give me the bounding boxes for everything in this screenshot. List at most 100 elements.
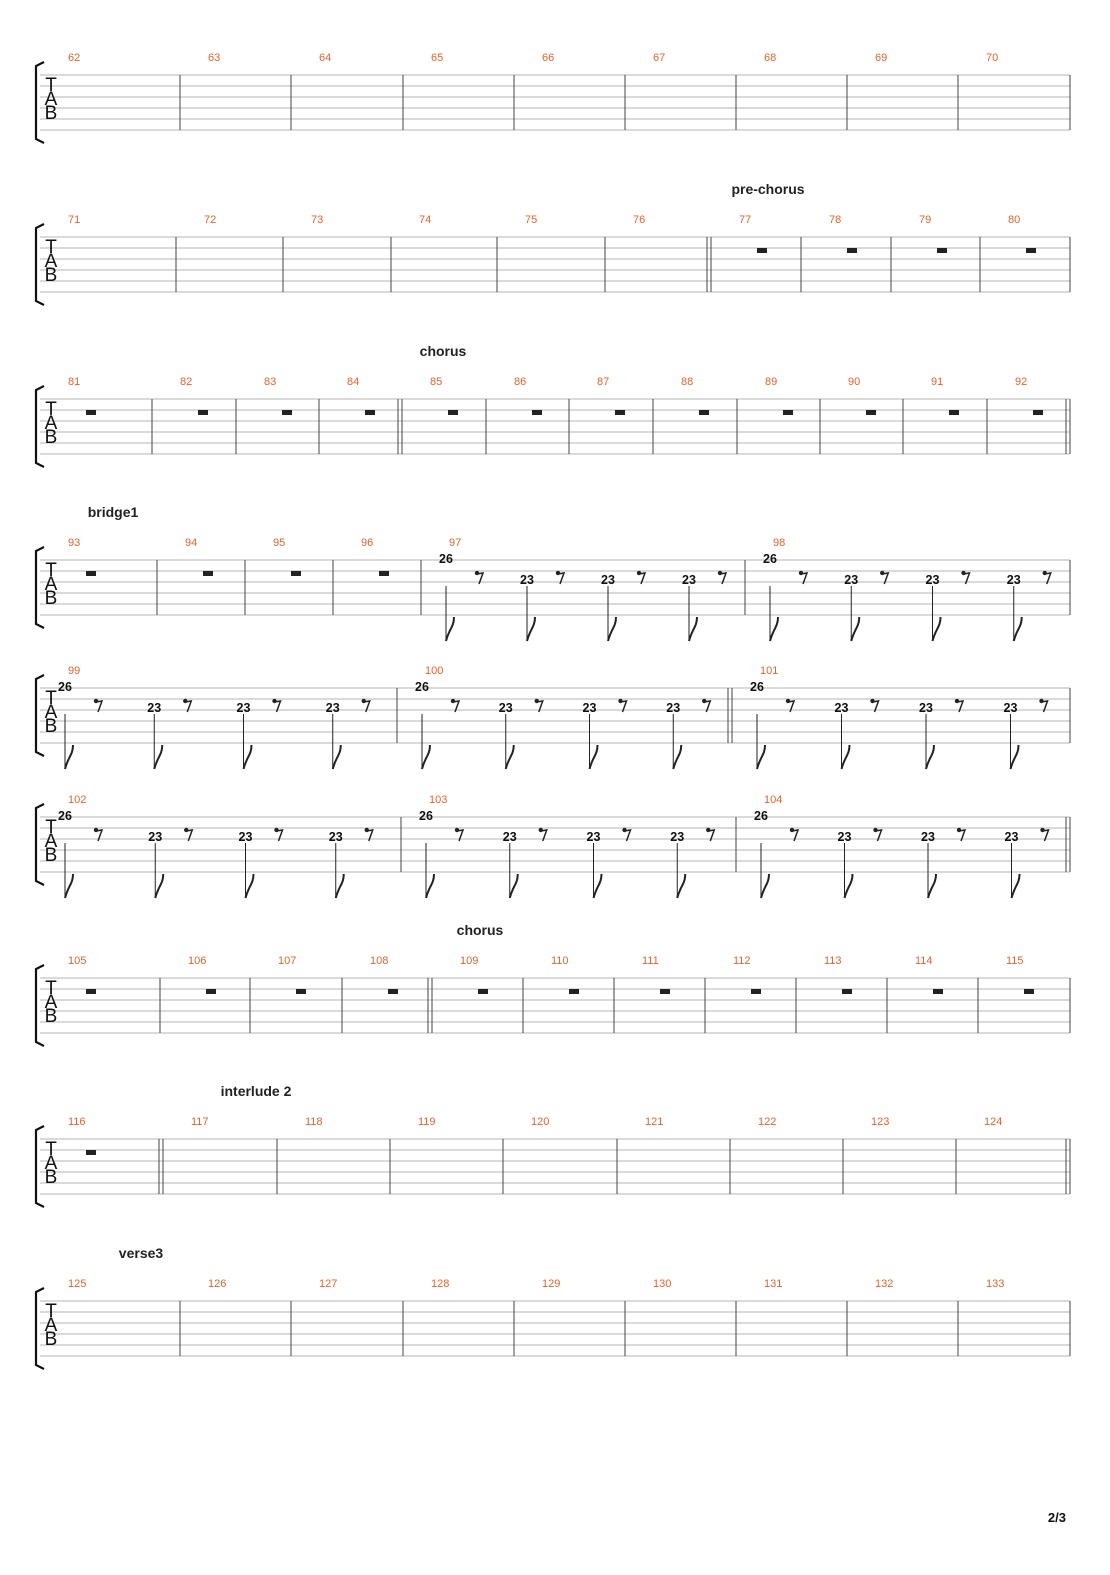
eighth-rest <box>719 572 728 585</box>
bar-number: 76 <box>633 214 645 226</box>
bar-number: 68 <box>764 52 776 64</box>
note-flag <box>334 873 345 899</box>
note-flag <box>153 744 164 770</box>
eighth-rest <box>452 700 461 713</box>
eighth-rest <box>274 700 282 713</box>
tab-clef-letter: T <box>45 560 57 581</box>
note-flag <box>64 744 74 770</box>
bar-number: 77 <box>739 214 751 226</box>
fret-number: 23 <box>926 573 940 587</box>
fret-number: 23 <box>329 830 343 844</box>
bar-number: 69 <box>875 52 887 64</box>
eighth-rest <box>956 700 965 713</box>
bar-number: 84 <box>347 376 359 388</box>
whole-rest <box>282 410 292 415</box>
eighth-rest <box>882 572 890 585</box>
fret-number: 23 <box>838 830 852 844</box>
whole-rest <box>949 410 959 415</box>
bar-number: 98 <box>773 537 785 549</box>
note-flag <box>756 744 766 770</box>
eighth-rest <box>366 829 374 842</box>
system-bracket <box>34 964 45 1047</box>
bar-number: 75 <box>525 214 537 226</box>
bar-number: 133 <box>986 1278 1004 1290</box>
whole-rest <box>783 410 793 415</box>
whole-rest <box>291 571 301 576</box>
fret-number: 23 <box>503 830 517 844</box>
whole-rest <box>365 410 375 415</box>
bar-number: 85 <box>430 376 442 388</box>
whole-rest <box>478 989 488 994</box>
eighth-rest <box>800 572 809 585</box>
whole-rest <box>937 248 947 253</box>
eighth-rest <box>456 829 465 842</box>
eighth-rest <box>363 700 371 713</box>
eighth-rest <box>185 700 193 713</box>
bar-number: 92 <box>1015 376 1027 388</box>
fret-number: 23 <box>670 830 684 844</box>
section-label: verse3 <box>119 1245 164 1261</box>
whole-rest <box>388 989 398 994</box>
note-flag <box>504 744 515 770</box>
fret-number: 23 <box>520 573 534 587</box>
tab-clef-letter: A <box>45 1153 58 1174</box>
tab-clef-letter: B <box>45 1329 58 1350</box>
bar-number: 129 <box>542 1278 560 1290</box>
whole-rest <box>379 571 389 576</box>
fret-number: 23 <box>844 573 858 587</box>
note-flag <box>154 873 165 899</box>
fret-number: 23 <box>666 701 680 715</box>
fret-number: 26 <box>754 809 768 823</box>
tab-clef-letter: A <box>45 251 58 272</box>
eighth-rest <box>476 572 485 585</box>
bar-number: 121 <box>645 1116 663 1128</box>
fret-number: 23 <box>1007 573 1021 587</box>
bar-number: 127 <box>319 1278 337 1290</box>
bar-number: 97 <box>449 537 461 549</box>
bar-number: 89 <box>765 376 777 388</box>
bar-number: 123 <box>871 1116 889 1128</box>
bar-number: 91 <box>931 376 943 388</box>
eighth-rest <box>791 829 800 842</box>
tab-clef-letter: A <box>45 413 58 434</box>
bar-number: 124 <box>984 1116 1002 1128</box>
bar-number: 65 <box>431 52 443 64</box>
bar-number: 72 <box>204 214 216 226</box>
note-flag <box>588 744 599 770</box>
eighth-rest <box>540 829 548 842</box>
whole-rest <box>933 989 943 994</box>
bar-number: 109 <box>460 955 478 967</box>
tab-clef-letter: T <box>45 1301 57 1322</box>
note-flag <box>526 616 536 642</box>
note-flag <box>927 873 937 899</box>
note-flag <box>421 744 431 770</box>
whole-rest <box>757 248 767 253</box>
eighth-rest <box>624 829 632 842</box>
tab-clef-letter: A <box>45 574 58 595</box>
whole-rest <box>198 410 208 415</box>
eighth-rest <box>536 700 544 713</box>
bar-number: 110 <box>551 955 569 967</box>
bar-number: 93 <box>68 537 80 549</box>
tab-clef-letter: A <box>45 1315 58 1336</box>
bar-number: 64 <box>319 52 331 64</box>
eighth-rest <box>1042 829 1050 842</box>
bar-number: 117 <box>191 1116 209 1128</box>
note-flag <box>769 616 779 642</box>
bar-number: 128 <box>431 1278 449 1290</box>
whole-rest <box>86 1150 96 1155</box>
bar-number: 79 <box>919 214 931 226</box>
section-label: bridge1 <box>88 504 139 520</box>
eighth-rest <box>557 572 566 585</box>
system-bracket <box>34 61 45 144</box>
note-flag <box>508 873 519 899</box>
bar-number: 112 <box>733 955 751 967</box>
whole-rest <box>1033 410 1043 415</box>
whole-rest <box>1024 989 1034 994</box>
tab-clef-letter: T <box>45 1139 57 1160</box>
fret-number: 23 <box>147 701 161 715</box>
fret-number: 23 <box>583 701 597 715</box>
bar-number: 99 <box>68 665 80 677</box>
eighth-rest <box>704 700 712 713</box>
